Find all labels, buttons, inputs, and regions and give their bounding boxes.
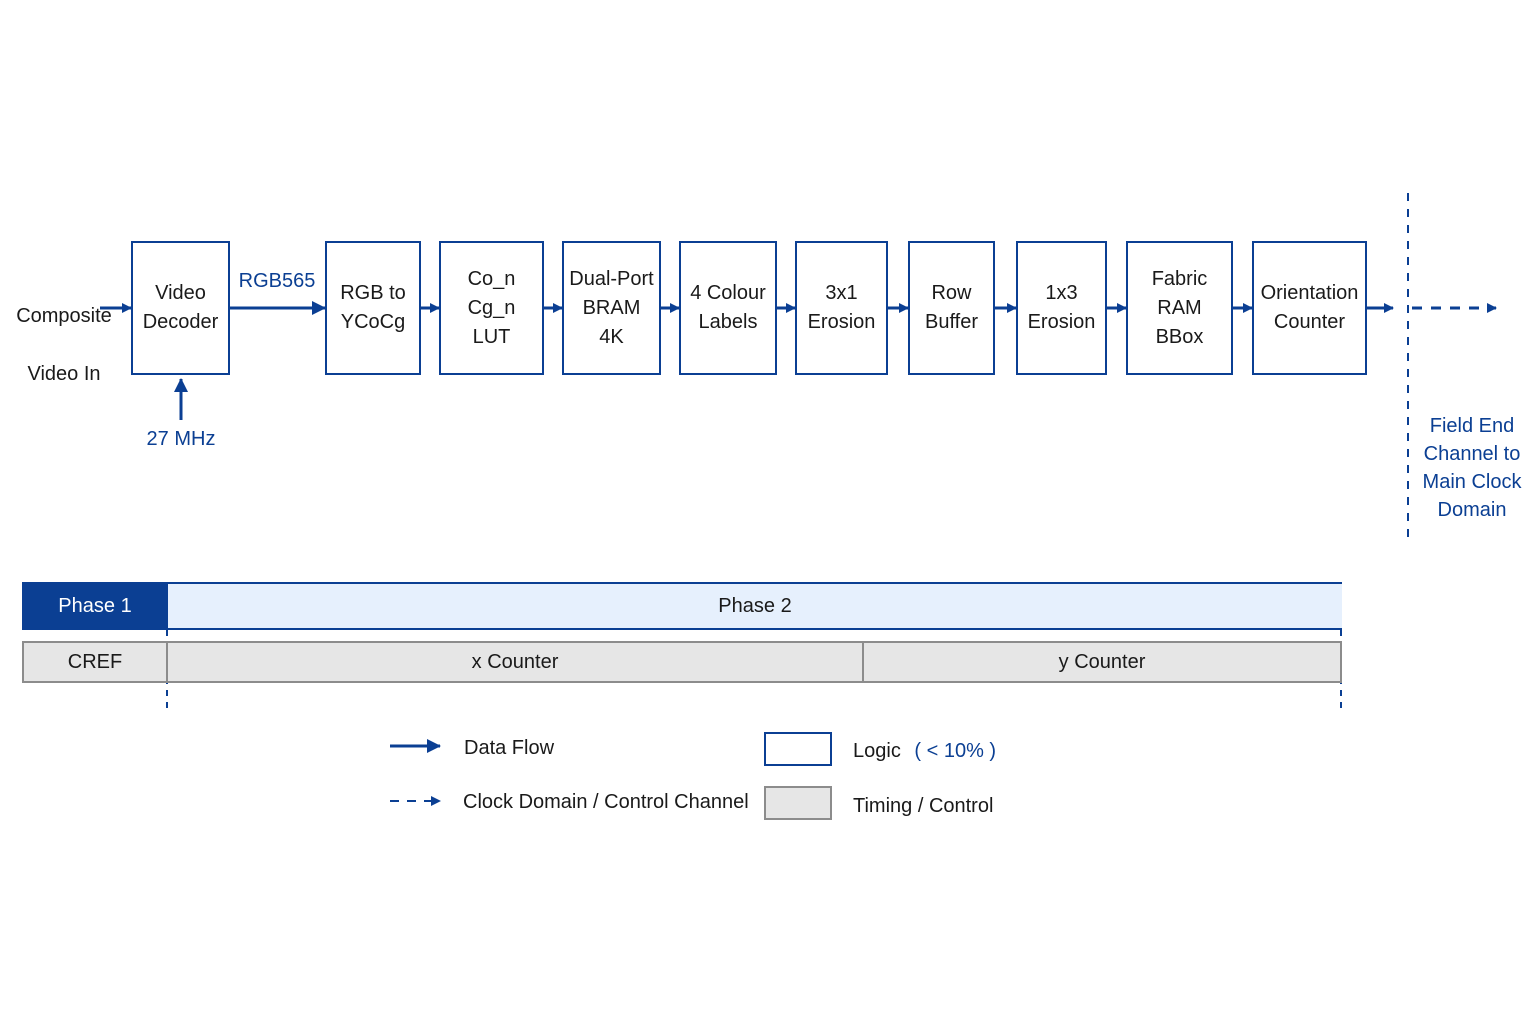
cref-timing-cell: CREF <box>22 641 168 683</box>
block-video-decoder[interactable]: Video Decoder <box>131 241 230 375</box>
legend-timing-swatch <box>764 786 832 820</box>
legend-logic-swatch <box>764 732 832 766</box>
block-fabric-ram-bbox[interactable]: Fabric RAM BBox <box>1126 241 1233 375</box>
block-co-cg-lut[interactable]: Co_n Cg_n LUT <box>439 241 544 375</box>
block-row-buffer[interactable]: Row Buffer <box>908 241 995 375</box>
legend-timing-control-label: Timing / Control <box>853 795 994 817</box>
composite-label-line1: Composite <box>16 305 112 327</box>
composite-video-in-label: Composite Video In <box>4 273 124 418</box>
block-1x3-erosion[interactable]: 1x3 Erosion <box>1016 241 1107 375</box>
block-rgb-to-ycocg[interactable]: RGB to YCoCg <box>325 241 421 375</box>
rgb565-signal-label: RGB565 <box>238 270 316 292</box>
clock-27mhz-label: 27 MHz <box>146 428 216 450</box>
legend-clock-domain-label: Clock Domain / Control Channel <box>463 791 749 813</box>
composite-label-line2: Video In <box>27 363 101 385</box>
block-orientation-counter[interactable]: Orientation Counter <box>1252 241 1367 375</box>
legend-data-flow-label: Data Flow <box>464 737 555 759</box>
block-3x1-erosion[interactable]: 3x1 Erosion <box>795 241 888 375</box>
y-counter-timing-cell: y Counter <box>862 641 1342 683</box>
block-dual-port-bram[interactable]: Dual-Port BRAM 4K <box>562 241 661 375</box>
legend-logic-text: Logic <box>853 740 901 762</box>
block-colour-labels[interactable]: 4 Colour Labels <box>679 241 777 375</box>
x-counter-timing-cell: x Counter <box>166 641 864 683</box>
legend-logic-label: Logic ( < 10% ) <box>853 737 996 765</box>
legend-logic-note: ( < 10% ) <box>914 740 997 762</box>
phase-2-bar: Phase 2 <box>168 582 1342 630</box>
phase-1-bar: Phase 1 <box>22 582 168 630</box>
field-end-channel-label: Field End Channel to Main Clock Domain <box>1422 415 1522 521</box>
